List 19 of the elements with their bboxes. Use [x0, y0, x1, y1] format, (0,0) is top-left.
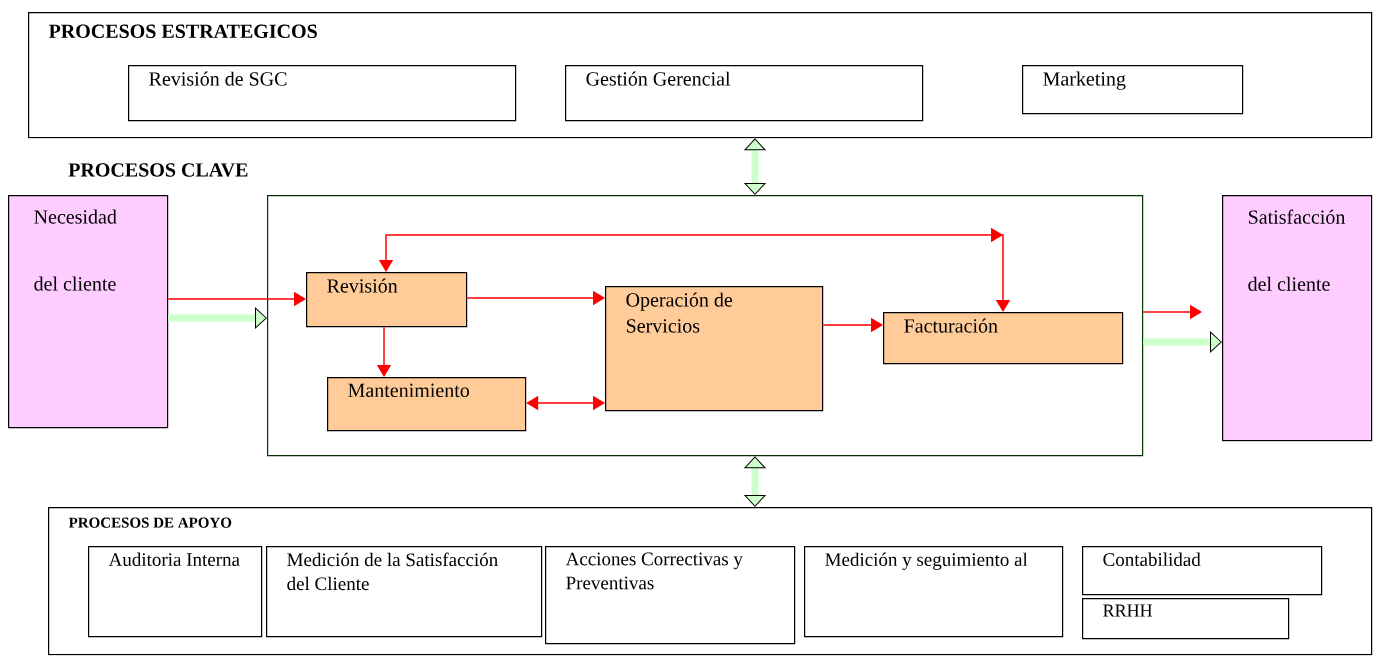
process-box: Operación de Servicios — [605, 286, 824, 412]
input-box: Necesidad del cliente — [8, 195, 169, 429]
process-box: Marketing — [1022, 65, 1244, 115]
process-box: RRHH — [1082, 598, 1290, 640]
process-box: Acciones Correctivas y Preventivas — [545, 546, 796, 645]
process-box: Medición de la Satisfacción del Cliente — [266, 546, 543, 638]
process-box: Medición y seguimiento al — [804, 546, 1064, 638]
arrow — [526, 395, 605, 411]
process-box: Mantenimiento — [327, 377, 527, 432]
process-box: Auditoria Interna — [88, 546, 263, 638]
process-box: Revisión — [306, 272, 468, 328]
output-box: Satisfacción del cliente — [1222, 195, 1373, 442]
process-box: Gestión Gerencial — [565, 65, 924, 122]
section-heading: PROCESOS CLAVE — [68, 163, 248, 177]
process-box: Facturación — [883, 312, 1124, 365]
process-box: Revisión de SGC — [128, 65, 517, 122]
process-box: Contabilidad — [1082, 546, 1323, 596]
block-arrow — [744, 456, 766, 507]
block-arrow — [744, 138, 766, 195]
